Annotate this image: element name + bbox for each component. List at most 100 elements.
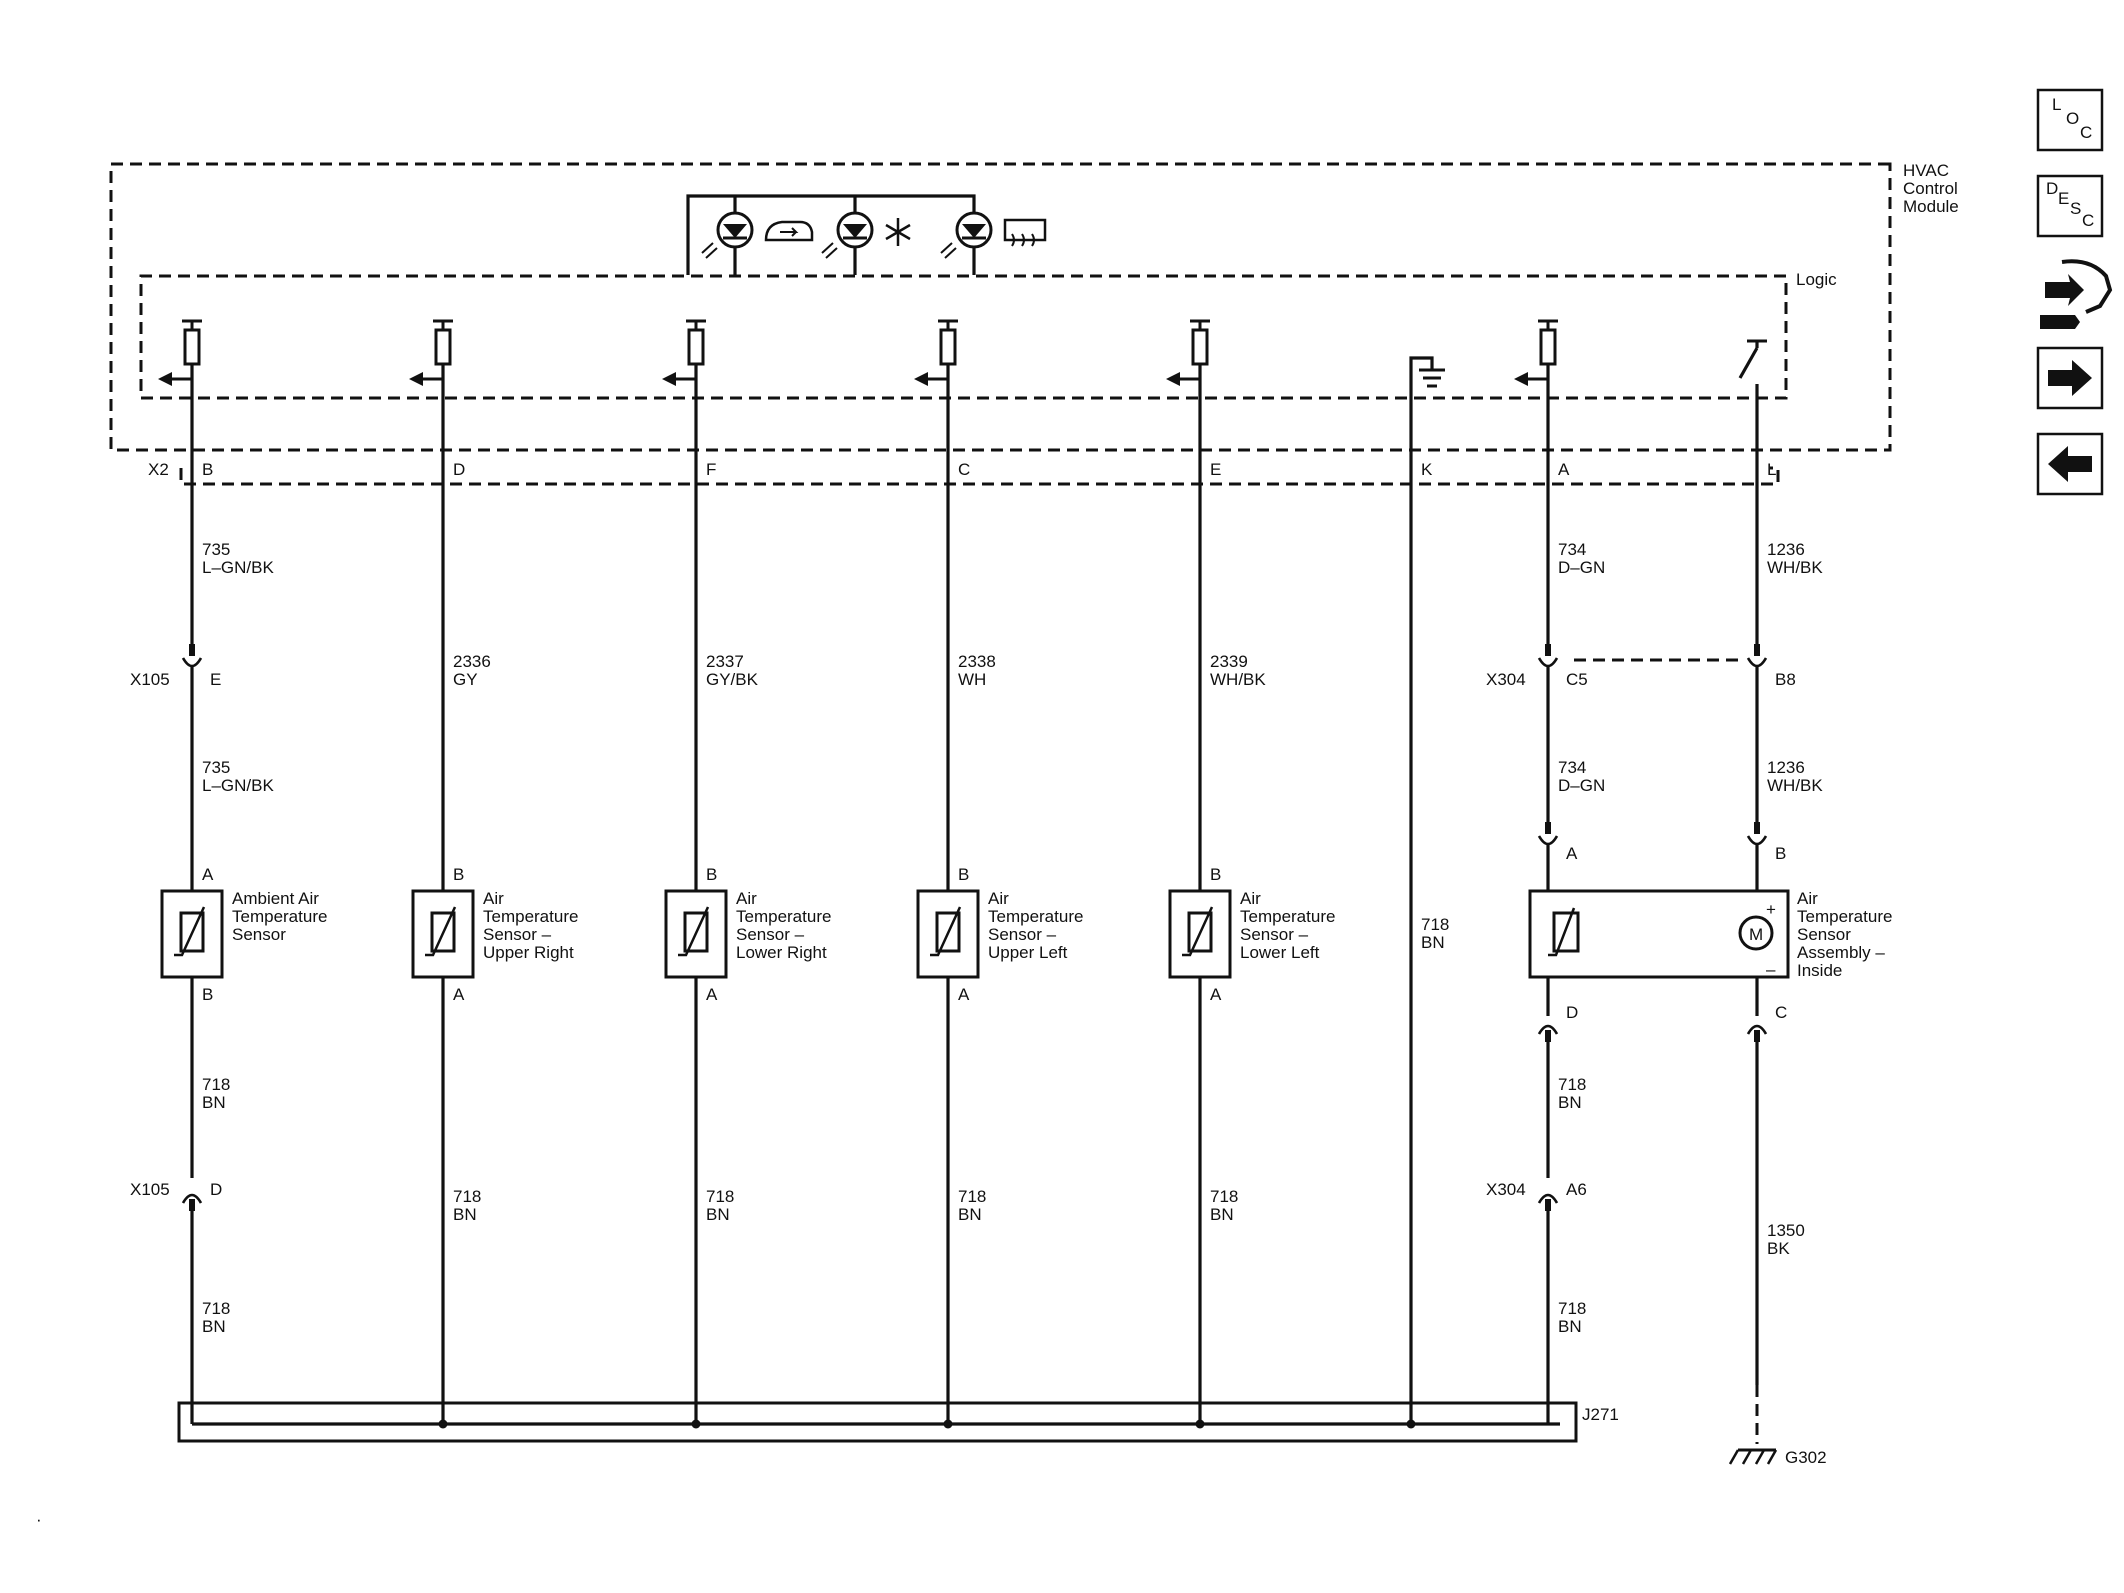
nav-panel: L O C D E S C [2036, 88, 2113, 496]
assembly-pin-label: D [1566, 1003, 1578, 1022]
logic-label: Logic [1796, 270, 1837, 289]
temperature-sensor [411, 889, 475, 979]
led-icon [701, 211, 754, 259]
logic-block: Logic [139, 270, 1837, 400]
assembly-plus: + [1766, 900, 1776, 919]
wire-label-number: 718 [1210, 1187, 1238, 1206]
wire-label-color: BN [1210, 1205, 1234, 1224]
inline-pin-label: B8 [1775, 670, 1796, 689]
splice-j271: J271 [177, 1401, 1619, 1443]
indicator-leds [686, 194, 1047, 275]
inline-connector-label: X304 [1486, 1180, 1526, 1199]
sensor-label: Lower Left [1240, 943, 1320, 962]
wire-label-color: BN [958, 1205, 982, 1224]
sensor-label: Sensor – [1240, 925, 1309, 944]
wire-label-number: 2339 [1210, 652, 1248, 671]
assembly-pin-label: C [1775, 1003, 1787, 1022]
thermistor-icon [1548, 907, 1580, 957]
loc-letter-o: O [2066, 109, 2079, 128]
sensor-label: Temperature [988, 907, 1083, 926]
desc-letter-e: E [2058, 189, 2069, 208]
ground-g302: G302 [1728, 1385, 1827, 1467]
sensor-label: Sensor – [736, 925, 805, 944]
previous-button[interactable] [2036, 432, 2104, 496]
wire-label-number: 718 [1558, 1299, 1586, 1318]
module-ground-symbol [1409, 356, 1445, 460]
thermistor-icon [425, 906, 457, 957]
wire-label-number: 718 [958, 1187, 986, 1206]
desc-letter-s: S [2070, 199, 2081, 218]
desc-letter-d: D [2046, 179, 2058, 198]
module-pin-label: B [202, 460, 213, 479]
sensor-label: Temperature [483, 907, 578, 926]
assembly-pin-label: B [1775, 844, 1786, 863]
wire-label-number: 718 [202, 1299, 230, 1318]
sensor-pin-label: B [1210, 865, 1221, 884]
module-pin-label: K [1421, 460, 1433, 479]
sensor-label: Ambient Air [232, 889, 319, 908]
module-pin-label: D [453, 460, 465, 479]
sensor-label: Air [483, 889, 504, 908]
sensor-pin-label: B [706, 865, 717, 884]
ground-label: G302 [1785, 1448, 1827, 1467]
assembly-label-3: Sensor [1797, 925, 1851, 944]
wire-label-color: BN [1558, 1093, 1582, 1112]
sensor-label: Sensor [232, 925, 286, 944]
led-icon [940, 211, 993, 259]
thermistor-icon [1182, 906, 1214, 957]
module-pin-label: L [1767, 460, 1776, 479]
temperature-sensor [160, 889, 224, 979]
wire-label-number: 718 [1421, 915, 1449, 934]
next-button[interactable] [2036, 346, 2104, 410]
module-title-3: Module [1903, 197, 1959, 216]
rear-defrost-icon [1003, 218, 1047, 247]
module-title-2: Control [1903, 179, 1958, 198]
assembly-pin-label: A [1566, 844, 1578, 863]
inside-sensor-assembly: M + – Air Temperature Sensor Assembly – … [1528, 889, 1892, 980]
wire-label-number: 2336 [453, 652, 491, 671]
motor-label: M [1749, 925, 1763, 944]
logic-switch [1738, 339, 1767, 460]
wire-label-color: WH/BK [1210, 670, 1266, 689]
arrow-right-icon [2048, 360, 2092, 396]
sensor-label: Air [988, 889, 1009, 908]
wire-label-color: BN [202, 1317, 226, 1336]
inline-connector-label: X105 [130, 1180, 170, 1199]
desc-button[interactable]: D E S C [2036, 174, 2104, 238]
wire-label-color: BN [1421, 933, 1445, 952]
assembly-label-4: Assembly – [1797, 943, 1885, 962]
x2-connector: X2 [148, 460, 1780, 486]
pullup-resistor-icon [1514, 319, 1558, 460]
temperature-sensor [916, 889, 980, 979]
corner-mark: · [36, 1510, 42, 1529]
led-icon [821, 211, 874, 259]
wire-label-number: 734 [1558, 758, 1586, 777]
assembly-label-5: Inside [1797, 961, 1842, 980]
wire-label-number: 718 [202, 1075, 230, 1094]
assembly-minus: – [1766, 960, 1776, 979]
sensor-pin-label: A [1210, 985, 1222, 1004]
thermistor-icon [930, 906, 962, 957]
desc-letter-c: C [2082, 211, 2094, 230]
temperature-sensor [664, 889, 728, 979]
inline-pin-label: C5 [1566, 670, 1588, 689]
wire-label-number: 735 [202, 758, 230, 777]
loc-letter-c: C [2080, 123, 2092, 142]
wire-label-color: BN [453, 1205, 477, 1224]
wire-label-number: 1350 [1767, 1221, 1805, 1240]
wire-label-color: WH/BK [1767, 776, 1823, 795]
inline-connector-label: X105 [130, 670, 170, 689]
sensor-pin-label: A [202, 865, 214, 884]
wire-label-color: D–GN [1558, 558, 1605, 577]
sensor-label: Upper Right [483, 943, 574, 962]
wire-label-number: 2337 [706, 652, 744, 671]
connector-icon[interactable] [2040, 259, 2113, 329]
wire-label-color: D–GN [1558, 776, 1605, 795]
pullup-resistor-icon [158, 319, 202, 460]
loc-button[interactable]: L O C [2036, 88, 2104, 152]
